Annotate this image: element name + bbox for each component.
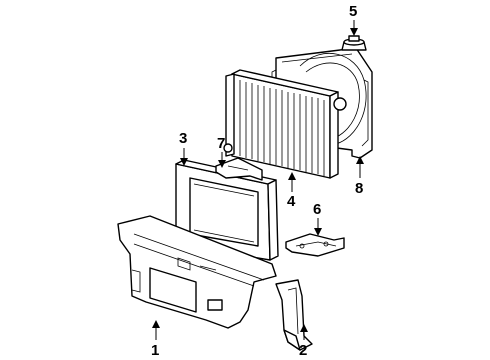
callout-7: 7: [217, 135, 225, 152]
lower-side-bracket: [275, 279, 313, 351]
callout-1: 1: [151, 342, 159, 359]
upper-bracket: [215, 157, 263, 181]
side-bracket: [285, 233, 345, 257]
radiator-cap: [341, 35, 367, 51]
callout-2: 2: [299, 342, 307, 359]
callout-4: 4: [287, 193, 296, 210]
front-panel: [117, 215, 277, 329]
radiator: [223, 69, 347, 179]
callout-6: 6: [313, 201, 321, 218]
callout-5: 5: [349, 3, 357, 20]
callout-3: 3: [179, 130, 187, 147]
callout-8: 8: [355, 180, 363, 197]
radiator-fins: [239, 80, 325, 176]
leader-lines: [152, 20, 364, 340]
